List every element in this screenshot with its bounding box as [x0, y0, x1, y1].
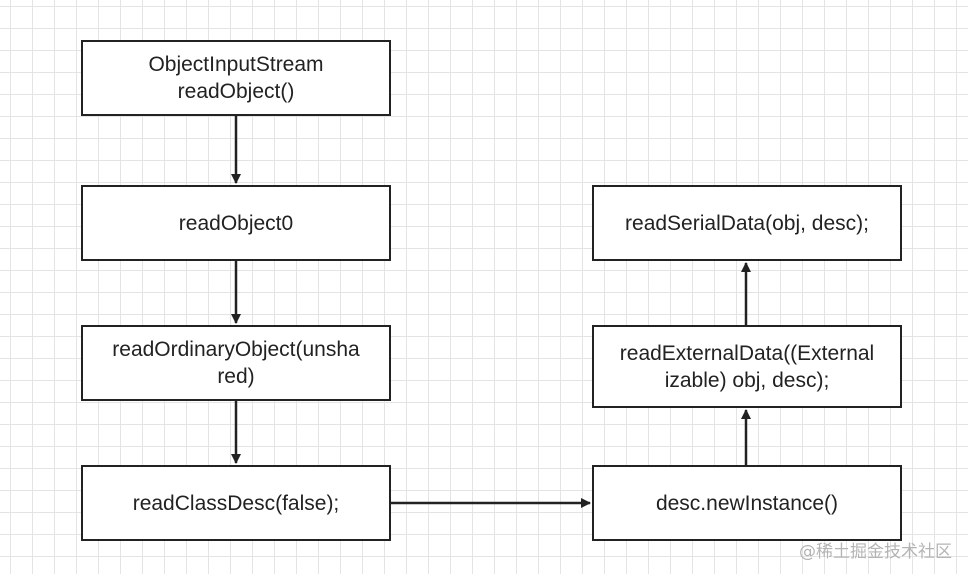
node-label-line1: readOrdinaryObject(unsha	[112, 338, 360, 361]
node-readobject0: readObject0	[81, 185, 391, 261]
node-readserialdata: readSerialData(obj, desc);	[592, 185, 902, 261]
watermark-text: @稀土掘金技术社区	[799, 542, 952, 562]
node-readclassdesc: readClassDesc(false);	[81, 465, 391, 541]
node-label-line2: readObject()	[177, 80, 295, 103]
node-label-line1: readObject0	[178, 211, 294, 235]
node-label-line2: red)	[217, 365, 255, 388]
node-objectinputstream-readobject: ObjectInputStream readObject()	[81, 40, 391, 116]
node-readordinaryobject: readOrdinaryObject(unsha red)	[81, 325, 391, 401]
node-label-line1: readExternalData((External	[619, 341, 875, 365]
node-label-line1: readClassDesc(false);	[132, 491, 340, 515]
node-readexternaldata: readExternalData((External izable) obj, …	[592, 325, 902, 408]
node-label-line2: izable) obj, desc);	[664, 368, 830, 392]
node-label-line1: desc.newInstance()	[655, 491, 839, 515]
node-desc-newinstance: desc.newInstance()	[592, 465, 902, 541]
node-label-line1: readSerialData(obj, desc);	[625, 211, 869, 235]
node-label-line1: ObjectInputStream	[148, 53, 324, 76]
